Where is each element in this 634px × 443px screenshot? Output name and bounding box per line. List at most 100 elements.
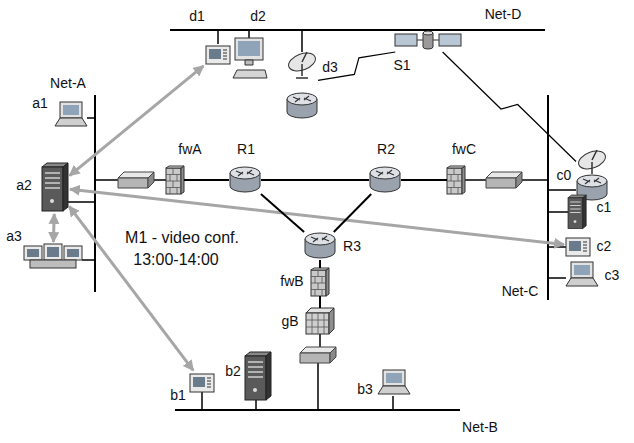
device-node: b1 [190,372,214,392]
firewall-icon [166,166,184,194]
satellite-link [318,52,395,80]
network-link [319,260,321,268]
network-link [401,179,447,181]
device-node: c1 [568,195,587,229]
device-label: b2 [225,364,241,379]
bus-lines [95,30,548,410]
device-label: b3 [357,382,373,397]
video-flow-arrow [52,214,56,242]
device-label: c0 [557,168,572,183]
router-icon [370,167,400,192]
laptop-icon [55,102,87,126]
device-label: a3 [6,229,22,244]
device-node: d1 [205,42,231,66]
router-icon [230,167,260,192]
device-node: c3 [566,262,598,286]
device-label: c1 [597,200,612,215]
wire [548,277,566,279]
device-label: b1 [170,388,186,403]
bus [170,29,545,31]
video-phone-icon [190,374,214,392]
server-icon [568,195,586,229]
device-node: b3 [378,370,410,396]
wire [548,189,576,191]
switch-icon [118,172,154,188]
wire [317,363,319,410]
device-node: c2 [566,236,590,256]
wire [217,30,219,44]
wire [255,400,257,410]
laptop-icon [566,262,598,286]
desktop-icon [233,38,267,78]
wire [82,259,95,261]
router-icon [305,233,335,258]
dish-icon [576,148,608,176]
laptop-icon [378,370,410,394]
annotation-text: M1 - video conf. [125,229,239,247]
server-icon [42,163,68,211]
wire [201,392,203,410]
network-name: Net-D [485,7,522,22]
device-node: fwC [447,166,465,194]
device-label: R2 [377,142,395,157]
device-node: a1 [55,102,87,126]
gateway-icon [306,308,334,334]
device-node: R3 [304,232,336,260]
device-label: gB [281,314,298,329]
device-node: c0 [576,148,609,202]
device-node: fwB [311,268,329,296]
network-link [319,296,321,308]
device-node: a2 [42,163,68,212]
device-node: gB [306,308,334,334]
network-name: Net-B [462,420,498,435]
server-icon [245,352,271,400]
device-node: a3 [24,244,82,268]
video-flow-arrow [70,66,204,176]
device-label: R1 [237,142,255,157]
switch-icon [300,347,336,363]
device-label: fwB [280,274,303,289]
satellite-icon [395,31,461,49]
wire [548,246,566,248]
device-label: a1 [32,96,48,111]
wire [548,211,568,213]
network-link [334,194,371,232]
device-label: c2 [597,239,612,254]
network-link [261,194,304,232]
device-label: c3 [605,268,620,283]
video-wall-icon [24,244,82,268]
dish-icon [286,50,318,78]
wire [248,30,250,38]
wire [301,30,303,52]
device-label: S1 [393,58,410,73]
device-node: fwA [166,166,184,194]
wire [68,201,95,203]
router-icon [287,93,317,118]
device-node: d2 [233,38,267,80]
device-label: fwC [452,142,476,157]
firewall-icon [311,268,329,296]
device-label: d3 [322,60,338,75]
device-label: d1 [189,9,205,24]
device-node: R1 [229,166,261,194]
device-node: S1 [395,28,461,52]
device-node: b2 [245,352,271,400]
firewall-icon [447,166,465,194]
wires [68,30,576,410]
video-phone-icon [206,46,230,64]
switch-icon [486,172,522,188]
wire [87,117,95,119]
device-label: a2 [16,178,32,193]
network-name: Net-C [502,284,539,299]
network-link [261,179,369,181]
wire [392,396,394,410]
video-phone-icon [566,238,590,256]
network-name: Net-A [50,76,86,91]
device-node: R2 [369,166,401,194]
network-link [184,179,229,181]
device-label: fwA [178,142,201,157]
device-label: R3 [343,239,361,254]
device-label: d2 [250,9,266,24]
